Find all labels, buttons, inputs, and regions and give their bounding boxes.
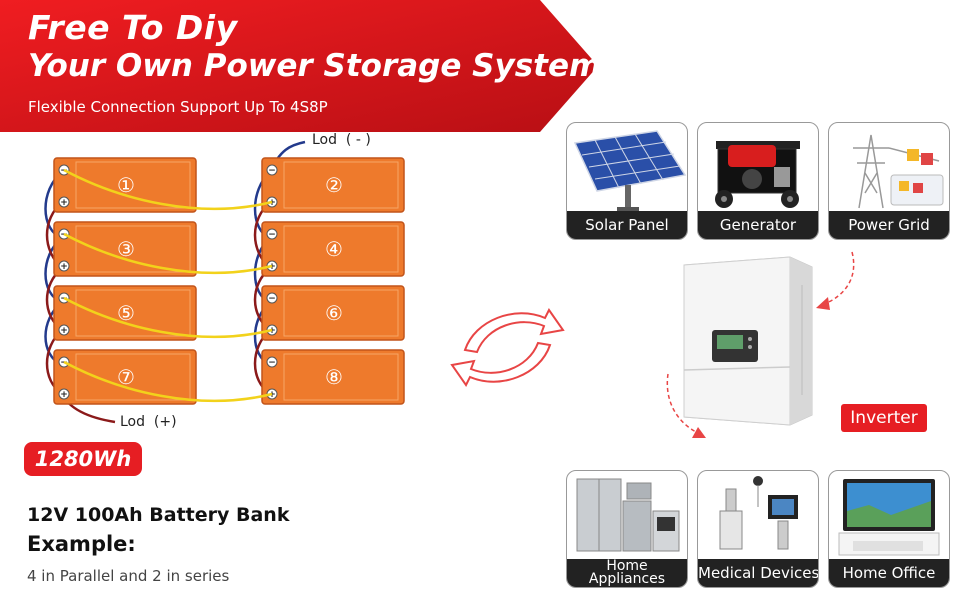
inverter-label: Inverter [841,404,927,432]
load-label-line1: Home [606,558,648,574]
load-card-medical-devices: Medical Devices [697,470,819,588]
source-label: Generator [698,211,818,239]
battery-spec: 12V 100Ah Battery Bank [27,504,290,526]
terminal-negative-sign: − [268,358,276,368]
terminal-negative-sign: − [268,230,276,240]
battery-8 [261,349,405,405]
source-label: Solar Panel [567,211,687,239]
banner-title-line1: Free To Diy [28,8,238,47]
battery-4 [261,221,405,277]
battery-number-label: ⑧ [325,365,343,389]
arrow-inverter-to-loads-icon [666,373,706,438]
load-label: Home Office [829,559,949,587]
terminal-positive-sign: + [60,198,68,208]
battery-number-label: ⑥ [325,301,343,325]
load-label: Home Appliances [567,559,687,587]
header-banner [0,0,598,132]
arrow-grid-to-inverter-icon [816,251,855,310]
example-heading: Example: [27,532,136,556]
cycle-arrows-icon [450,308,565,387]
battery-number-label: ① [117,173,135,197]
battery-number-label: ④ [325,237,343,261]
home-appliances-icon [576,478,680,552]
batteries [53,157,405,405]
battery-number-label: ⑤ [117,301,135,325]
terminal-negative-sign: − [268,166,276,176]
terminal-positive-sign: + [60,326,68,336]
load-negative-label: Lod ( - ) [312,132,371,148]
load-label-line2: Appliances [588,571,666,587]
battery-2 [261,157,405,213]
source-card-solar-panel: Solar Panel [566,122,688,240]
battery-7 [53,349,197,405]
terminal-positive-sign: + [60,262,68,272]
battery-number-label: ③ [117,237,135,261]
load-card-home-appliances: Home Appliances [566,470,688,588]
generator-icon [715,141,800,208]
battery-6 [261,285,405,341]
solar-panel-icon [573,130,687,211]
load-card-home-office: Home Office [828,470,950,588]
load-positive-label: Lod (+) [120,414,177,430]
battery-1 [53,157,197,213]
terminal-positive-sign: + [60,390,68,400]
battery-5 [53,285,197,341]
home-office-icon [838,479,940,556]
source-card-generator: Generator [697,122,819,240]
battery-number-label: ② [325,173,343,197]
banner-title-line2: Your Own Power Storage System [28,48,602,84]
configuration-description: 4 in Parallel and 2 in series [27,567,230,585]
battery-number-label: ⑦ [117,365,135,389]
power-grid-icon [853,134,944,209]
banner-subtitle: Flexible Connection Support Up To 4S8P [28,98,328,116]
capacity-badge: 1280Wh [24,442,142,476]
load-label: Medical Devices [698,559,818,587]
source-label: Power Grid [829,211,949,239]
terminal-negative-sign: − [268,294,276,304]
source-card-power-grid: Power Grid [828,122,950,240]
inverter-device [683,256,813,426]
battery-3 [53,221,197,277]
medical-devices-icon [719,476,798,550]
